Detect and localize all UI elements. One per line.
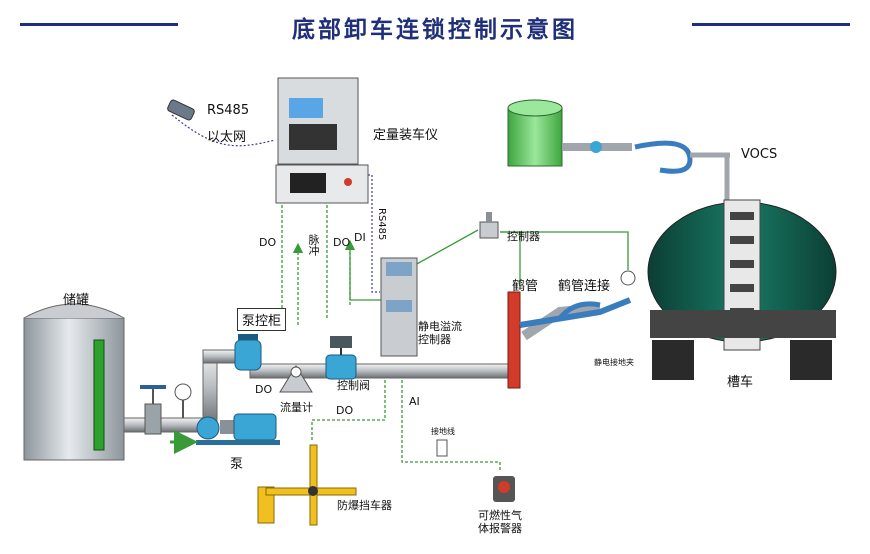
do-barrier-label: DO	[336, 404, 354, 417]
do-pump-label: DO	[255, 383, 273, 396]
barrier-label: 防爆挡车器	[337, 499, 392, 512]
static-clamp-label: 静电接地夹	[594, 358, 634, 367]
pump-unit	[196, 413, 280, 445]
storage-tank	[23, 303, 125, 461]
inlet-valve	[140, 385, 166, 435]
batch-controller	[275, 77, 369, 204]
signal-wires-solid	[349, 229, 629, 301]
crane-label: 鹤管	[512, 279, 539, 294]
storage-label: 储罐	[63, 293, 90, 308]
ai-label: AI	[409, 395, 420, 408]
pulse-label: 脉冲	[307, 234, 320, 256]
controller-box	[479, 212, 499, 239]
control-valve-label: 控制阀	[337, 379, 370, 392]
ground-wire-label: 接地线	[431, 427, 455, 436]
gas-alarm-label: 可燃性气体报警器	[478, 509, 522, 535]
barrier-gate	[257, 444, 357, 526]
title-rule-right	[692, 23, 850, 26]
overflow-cabinet	[380, 257, 418, 357]
vocs-tank	[507, 99, 730, 200]
tanker-truck	[647, 199, 837, 380]
ethernet-label: 以太网	[207, 130, 247, 145]
strainer	[234, 334, 262, 371]
flowmeter-label: 流量计	[280, 401, 313, 414]
di-label: DI	[354, 231, 366, 244]
rs485-top-label: RS485	[207, 103, 250, 118]
static-overflow-label: 静电溢流控制器	[418, 320, 462, 346]
title-rule-left	[20, 23, 178, 26]
loading-arm	[507, 270, 636, 389]
diagram-title: 底部卸车连锁控制示意图	[292, 17, 578, 43]
ground-box	[436, 439, 448, 457]
vocs-label: VOCS	[741, 147, 778, 162]
gas-detector	[493, 476, 515, 502]
crane-connection-label: 鹤管连接	[558, 279, 611, 294]
pump-label: 泵	[230, 457, 244, 472]
flowmeter	[279, 365, 313, 393]
do1-label: DO	[259, 236, 277, 249]
pressure-gauge	[174, 383, 192, 418]
network-switch-icon	[167, 99, 195, 121]
do2-label: DO	[333, 236, 351, 249]
tanker-label: 槽车	[727, 375, 754, 390]
loader-label: 定量装车仪	[373, 128, 439, 143]
process-piping	[123, 303, 601, 433]
pump-cabinet-label: 泵控柜	[237, 308, 287, 331]
rs485-side-label: RS485	[376, 208, 387, 241]
controller-label: 控制器	[507, 230, 540, 243]
control-valve	[325, 336, 357, 380]
